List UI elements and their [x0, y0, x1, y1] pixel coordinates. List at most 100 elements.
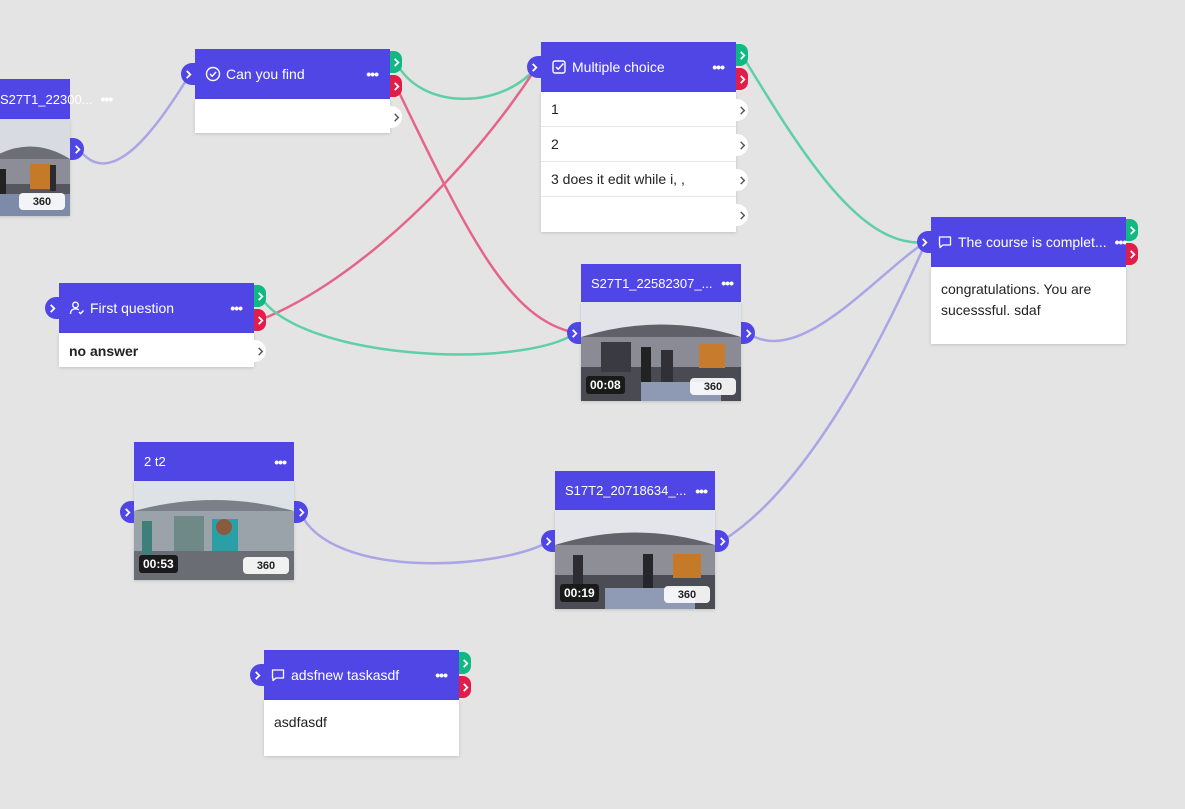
checkbox-icon [551, 59, 567, 75]
more-menu-icon[interactable]: ••• [366, 66, 379, 82]
node-can-you-find[interactable]: Can you find ••• [181, 49, 402, 133]
input-port[interactable] [541, 530, 555, 552]
more-menu-icon[interactable]: ••• [100, 91, 114, 107]
node-title: S17T2_20718634_... [565, 483, 687, 498]
node-body [195, 99, 390, 133]
node-video-left[interactable]: S27T1_22300... ••• 360 [0, 79, 113, 216]
node-header[interactable]: Can you find ••• [195, 49, 390, 99]
output-port[interactable] [70, 138, 84, 160]
video-thumbnail: 00:08 360 [581, 302, 741, 401]
correct-output-port[interactable] [390, 51, 402, 73]
option-row[interactable]: 1 [541, 92, 736, 127]
node-body: congratulations. You are sucesssful. sda… [931, 267, 1126, 344]
node-first-question[interactable]: First question ••• no answer [45, 283, 266, 367]
node-header[interactable]: adsfnew taskasdf ••• [264, 650, 459, 700]
node-adsf-task[interactable]: adsfnew taskasdf ••• asdfasdf [250, 650, 471, 756]
node-title: Multiple choice [572, 59, 665, 75]
more-menu-icon[interactable]: ••• [1114, 234, 1128, 250]
edge-video-left-to-can-you-find [76, 73, 192, 165]
output-port[interactable] [715, 530, 729, 552]
more-menu-icon[interactable]: ••• [695, 482, 708, 499]
node-header[interactable]: 2 t2 ••• [134, 442, 294, 481]
duration-label: 00:53 [139, 555, 178, 573]
node-title: 2 t2 [144, 454, 166, 469]
edge-multiple-choice-correct-to-course-complete [740, 54, 927, 244]
wrong-output-port[interactable] [390, 75, 402, 97]
wrong-output-port[interactable] [1126, 243, 1138, 265]
option-label: 2 [551, 136, 559, 152]
edge-s27t1-to-course-complete [747, 240, 927, 343]
node-header[interactable]: Multiple choice ••• [541, 42, 736, 92]
video-thumbnail: 360 [0, 119, 70, 216]
more-menu-icon[interactable]: ••• [712, 59, 725, 75]
edge-first-question-correct-to-s27t1 [258, 295, 577, 356]
more-menu-icon[interactable]: ••• [274, 453, 287, 470]
video-thumbnail: 00:53 360 [134, 481, 294, 580]
input-port[interactable] [527, 56, 541, 78]
node-body: asdfasdf [264, 700, 459, 756]
check-circle-icon [205, 66, 221, 82]
duration-label: 00:08 [586, 376, 625, 394]
badge-360: 360 [243, 557, 289, 574]
option-2-output-port[interactable] [736, 134, 748, 156]
option-row[interactable]: 2 [541, 127, 736, 162]
node-title: adsfnew taskasdf [291, 667, 400, 683]
option-output-port[interactable] [390, 106, 402, 128]
edge-can-you-find-correct-to-multiple-choice [394, 61, 537, 100]
message-icon [270, 667, 286, 683]
video-thumbnail: 00:19 360 [555, 510, 715, 609]
badge-360: 360 [690, 378, 736, 395]
output-port[interactable] [741, 322, 755, 344]
more-menu-icon[interactable]: ••• [435, 667, 448, 683]
output-port[interactable] [294, 501, 308, 523]
node-title: S27T1_22582307_... [591, 275, 713, 291]
message-text: asdfasdf [274, 714, 327, 730]
more-menu-icon[interactable]: ••• [230, 300, 243, 316]
input-port[interactable] [567, 322, 581, 344]
duration-label: 00:19 [560, 584, 599, 602]
correct-output-port[interactable] [254, 285, 266, 307]
input-port[interactable] [45, 297, 59, 319]
wrong-output-port[interactable] [459, 676, 471, 698]
input-port[interactable] [917, 231, 931, 253]
node-multiple-choice[interactable]: Multiple choice ••• 1 2 3 does it edit w… [527, 42, 748, 232]
node-video-s17t2[interactable]: S17T2_20718634_... ••• 00:19 360 [541, 471, 729, 609]
option-1-output-port[interactable] [736, 99, 748, 121]
answer-label: no answer [69, 342, 139, 359]
option-row[interactable]: 3 does it edit while i, , [541, 162, 736, 197]
node-header[interactable]: S17T2_20718634_... ••• [555, 471, 715, 510]
option-3-output-port[interactable] [736, 169, 748, 191]
node-title: Can you find [226, 66, 305, 82]
edge-s17t2-to-course-complete [721, 241, 928, 543]
correct-output-port[interactable] [459, 652, 471, 674]
node-video-s27t1[interactable]: S27T1_22582307_... ••• 00:08 360 [567, 264, 755, 401]
input-port[interactable] [250, 664, 264, 686]
option-row[interactable] [541, 197, 736, 232]
input-port[interactable] [181, 63, 195, 85]
node-video-2t2[interactable]: 2 t2 ••• 00:53 360 [120, 442, 308, 580]
input-port[interactable] [120, 501, 134, 523]
wrong-output-port[interactable] [254, 309, 266, 331]
node-title: The course is complet... [958, 234, 1107, 250]
badge-360: 360 [19, 193, 65, 210]
node-header[interactable]: S27T1_22582307_... ••• [581, 264, 741, 302]
node-header[interactable]: First question ••• [59, 283, 254, 333]
correct-output-port[interactable] [1126, 219, 1138, 241]
node-title: S27T1_22300... [0, 91, 93, 107]
node-course-complete[interactable]: The course is complet... ••• congratulat… [917, 217, 1138, 344]
option-4-output-port[interactable] [736, 204, 748, 226]
node-body: no answer [59, 333, 254, 367]
user-check-icon [69, 300, 85, 316]
message-icon [937, 234, 953, 250]
node-header[interactable]: S27T1_22300... ••• [0, 79, 113, 119]
node-title: First question [90, 300, 175, 316]
wrong-output-port[interactable] [736, 68, 748, 90]
node-header[interactable]: The course is complet... ••• [931, 217, 1128, 267]
correct-output-port[interactable] [736, 44, 748, 66]
answer-output-port[interactable] [254, 340, 266, 362]
option-label: 3 does it edit while i, , [551, 171, 685, 187]
options-list: 1 2 3 does it edit while i, , [541, 92, 736, 232]
more-menu-icon[interactable]: ••• [721, 275, 734, 291]
message-text: congratulations. You are sucesssful. sda… [941, 281, 1092, 318]
option-label: 1 [551, 101, 559, 117]
